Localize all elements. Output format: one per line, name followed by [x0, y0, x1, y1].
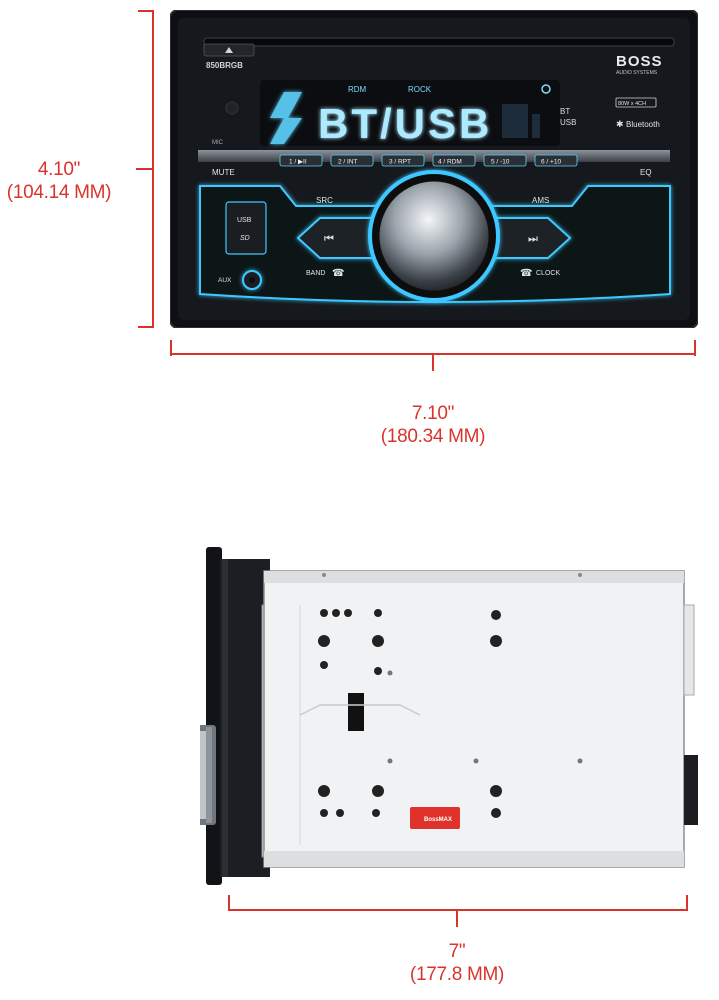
- aux-label: AUX: [218, 277, 232, 284]
- volume-knob[interactable]: [379, 181, 489, 291]
- preset-button-1[interactable]: [279, 154, 323, 167]
- height-dimension-cap-bottom: [138, 326, 154, 328]
- height-dimension-tick: [136, 168, 152, 170]
- usb-slot-label: USB: [237, 217, 252, 224]
- chassis-label-text: BossMAX: [424, 817, 452, 823]
- usb-sd-slot[interactable]: [225, 201, 267, 255]
- clock-button[interactable]: CLOCK: [536, 270, 560, 277]
- bluetooth-label: Bluetooth: [626, 120, 660, 129]
- width-dimension-cap-right: [694, 340, 696, 356]
- mic-label: MIC: [212, 140, 224, 146]
- depth-dimension-label: 7" (177.8 MM): [394, 940, 520, 986]
- prev-track-icon: ⏮: [324, 233, 334, 245]
- preset-label-2: 2 / INT: [338, 159, 358, 166]
- depth-dimension-cap-left: [228, 895, 230, 911]
- head-unit-side-view: BossMAX: [200, 547, 698, 885]
- sd-slot-label: SD: [240, 235, 250, 242]
- rear-connector: [684, 755, 698, 825]
- width-dimension-cap-left: [170, 340, 172, 356]
- width-dimension-line: [170, 353, 696, 355]
- band-button[interactable]: BAND: [306, 270, 325, 277]
- height-dimension-cap-top: [138, 10, 154, 12]
- preset-label-5: 5 / -10: [491, 159, 510, 166]
- chassis-label-badge: [410, 807, 460, 829]
- preset-button-3[interactable]: [381, 154, 425, 167]
- height-inches: 4.10": [37, 159, 81, 180]
- src-button[interactable]: SRC: [316, 196, 333, 205]
- height-mm: (104.14 MM): [6, 182, 112, 203]
- power-badge: [615, 97, 657, 108]
- depth-dimension-tick: [456, 911, 458, 927]
- side-bezel: [206, 547, 222, 885]
- display-repeat-icon: [541, 84, 551, 94]
- display-segment-block: [502, 104, 528, 138]
- width-mm: (180.34 MM): [380, 426, 486, 447]
- depth-inches: 7": [448, 941, 466, 962]
- logo-slash-icon: [270, 92, 302, 144]
- preset-label-4: 4 / RDM: [438, 159, 462, 166]
- head-unit-front-view: 850BRGB BOSS AUDIO SYSTEMS RDM ROCK BT/U…: [170, 10, 698, 328]
- brand-subtitle: AUDIO SYSTEMS: [616, 70, 658, 76]
- ams-button[interactable]: AMS: [532, 196, 549, 205]
- power-badge-text: 80W x 4CH: [618, 101, 646, 107]
- display-rock: ROCK: [408, 85, 432, 94]
- depth-dimension-cap-right: [686, 895, 688, 911]
- depth-dimension-line: [228, 909, 688, 911]
- preset-button-2[interactable]: [330, 154, 374, 167]
- display-usb: USB: [560, 118, 576, 127]
- height-dimension-label: 4.10" (104.14 MM): [0, 158, 118, 204]
- eq-button[interactable]: EQ: [640, 168, 652, 177]
- preset-button-6[interactable]: [534, 154, 578, 167]
- brand-logo: BOSS: [616, 53, 663, 70]
- eject-icon: [225, 47, 233, 53]
- display-rdm: RDM: [348, 85, 367, 94]
- mute-button[interactable]: MUTE: [212, 168, 235, 177]
- next-track-icon: ⏭: [528, 233, 538, 245]
- width-dimension-tick: [432, 355, 434, 371]
- preset-label-3: 3 / RPT: [389, 159, 411, 166]
- chassis-body: [263, 570, 685, 868]
- chassis-slot: [348, 693, 364, 731]
- call-answer-icon: ☎: [332, 268, 344, 279]
- display-bt: BT: [560, 107, 570, 116]
- depth-mm: (177.8 MM): [409, 964, 505, 985]
- width-dimension-label: 7.10" (180.34 MM): [370, 402, 496, 448]
- preset-button-row: 1 / ▶II 2 / INT 3 / RPT 4 / RDM 5 / -10 …: [279, 154, 578, 167]
- display-main-text: BT/USB: [318, 100, 492, 147]
- bluetooth-icon: ✱: [616, 119, 624, 129]
- model-label: 850BRGB: [206, 61, 243, 70]
- preset-label-6: 6 / +10: [541, 159, 561, 166]
- preset-button-4[interactable]: [432, 154, 476, 167]
- mic-grille-icon: [225, 101, 239, 115]
- preset-button-5[interactable]: [483, 154, 527, 167]
- call-end-icon: ☎: [520, 268, 532, 279]
- width-inches: 7.10": [411, 403, 455, 424]
- cd-slot: [203, 37, 675, 47]
- lcd-display: [260, 80, 560, 146]
- preset-label-1: 1 / ▶II: [289, 159, 307, 166]
- height-dimension-line: [152, 10, 154, 328]
